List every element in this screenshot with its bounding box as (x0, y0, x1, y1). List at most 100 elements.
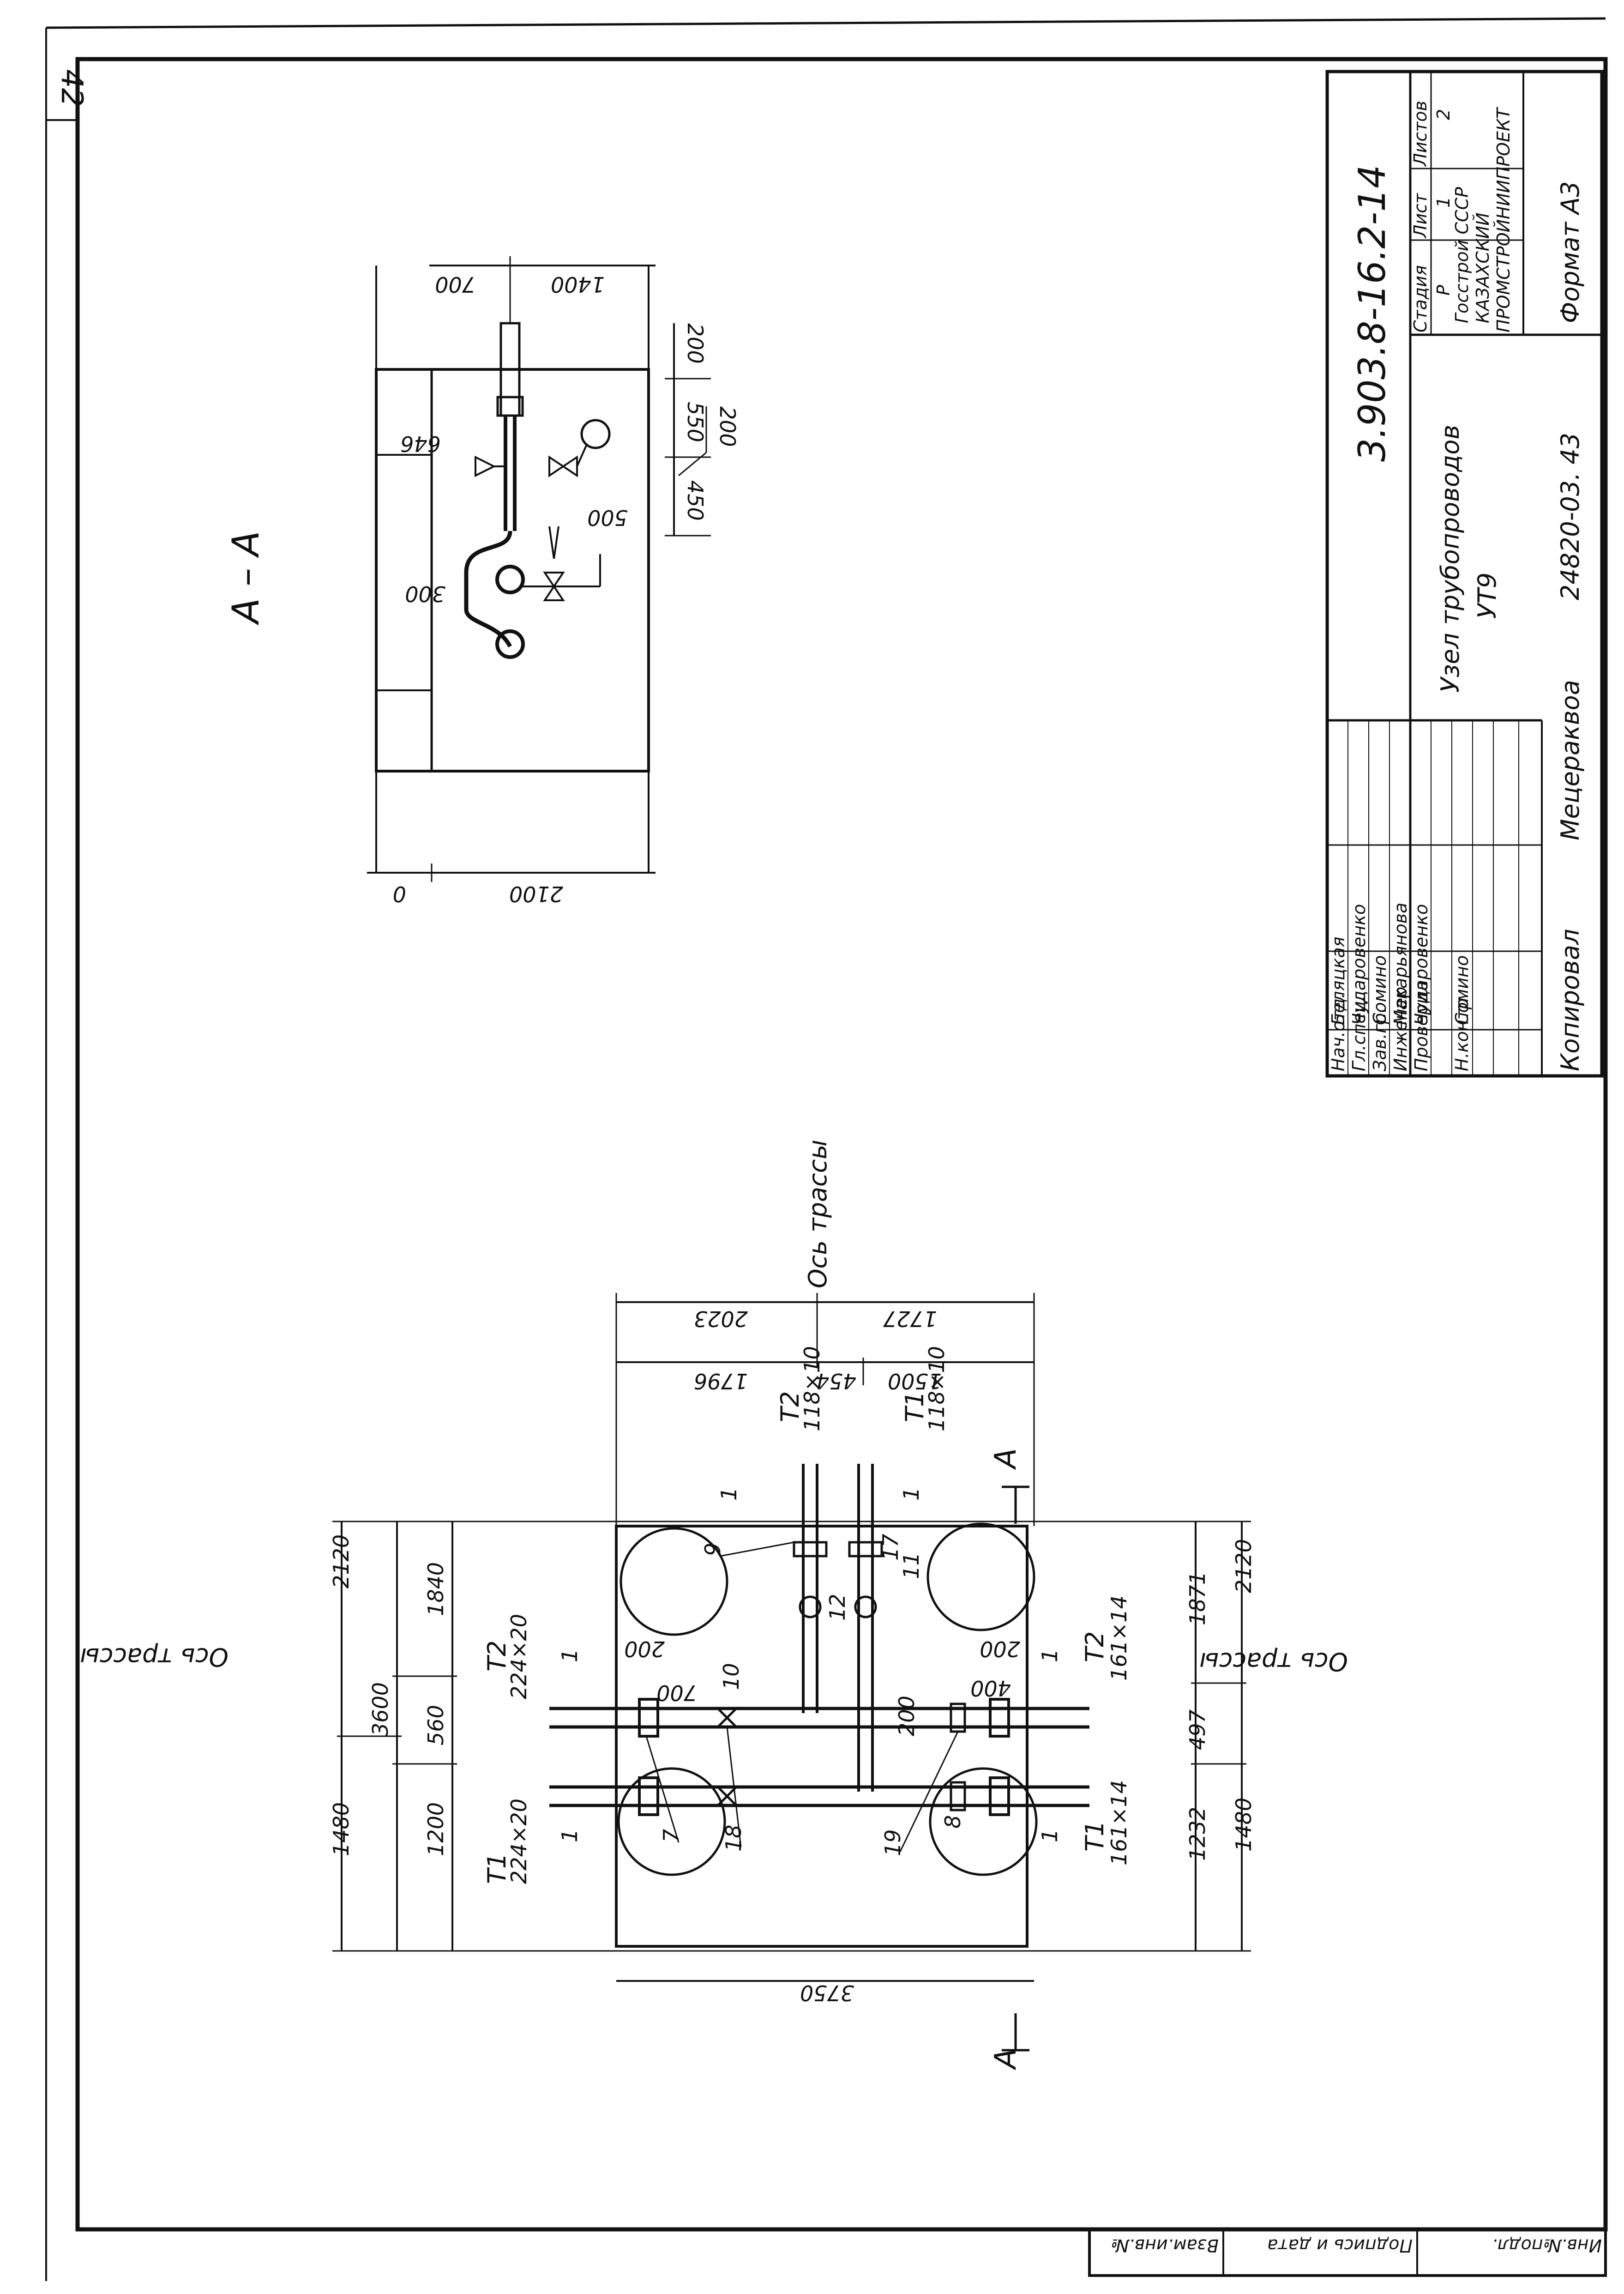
tb-format: Формат А3 (1556, 181, 1585, 323)
sec-dim-right-3: 450 (683, 480, 708, 521)
tb-name-3: Сомино (1370, 955, 1390, 1025)
pipe-t2-right-size: 161×14 (1107, 1595, 1131, 1681)
sheet-frame (45, 17, 1608, 2281)
pipe-t1-top-size: 118×10 (924, 1346, 949, 1431)
plan-dim-top2-1: 1796 (694, 1369, 748, 1394)
plan-dim-left-total: 3600 (368, 1682, 393, 1736)
pos-9: 9 (700, 1543, 725, 1556)
title-block: 3.903.8-16.2-14 Узел трубопроводов УТ9 С… (1325, 70, 1604, 1078)
tb-role-4: Инженер (1390, 987, 1411, 1071)
tb-header-sheet: Лист (1410, 193, 1431, 239)
plan-dim-inner-3: 200 (980, 1636, 1020, 1661)
cut-mark-3: 1 (557, 1649, 582, 1662)
pos-18: 18 (721, 1824, 746, 1852)
pipe-t2-top: Т2 (776, 1391, 805, 1422)
plan-view: Ось трассы Ось трассы Ось трассы 2023 17… (80, 1140, 1348, 2071)
cut-mark-6: 1 (1037, 1829, 1062, 1842)
sec-dim-bottom-1: 2100 (509, 881, 563, 906)
plan-dim-inner-4: 400 (970, 1676, 1011, 1701)
tb-role-2: Гл.спец. (1349, 995, 1369, 1071)
bottom-strip: Инв.№подл. Подпись и дата Взам.инв.№ (1088, 2228, 1607, 2277)
pipe-t2-right: Т2 (1080, 1631, 1109, 1662)
plan-dim-left-1: 2120 (329, 1534, 354, 1588)
section-title: А – А (224, 531, 267, 626)
pipe-t1-right: Т1 (1080, 1821, 1109, 1852)
pos-10: 10 (719, 1663, 744, 1690)
cut-mark-4: 1 (557, 1829, 582, 1842)
tb-role-7: Н.контр. (1452, 993, 1472, 1071)
plan-dim-left-5: 1480 (329, 1802, 354, 1856)
tb-role-5: Проверил (1411, 981, 1432, 1071)
sec-dim-valve: 646 (400, 431, 441, 456)
pipe-t2-left: Т2 (482, 1641, 511, 1672)
page-number: 42 (54, 69, 89, 107)
plan-dim-inner-5: 200 (894, 1696, 919, 1736)
strip-signature: Подпись и дата (1267, 2235, 1413, 2256)
tb-org-1: Госстрой СССР (1452, 187, 1472, 323)
plan-axis-top: Ось трассы (803, 1140, 832, 1288)
plan-dim-top-2: 1727 (883, 1306, 937, 1331)
plan-dim-top-1: 2023 (694, 1306, 748, 1331)
tb-value-sheet: 1 (1433, 197, 1454, 208)
cut-mark-1: 1 (716, 1487, 741, 1501)
pos-8: 8 (940, 1815, 965, 1829)
tb-org-2: КАЗАХСКИЙ (1473, 212, 1493, 323)
pipe-t2-left-size: 224×20 (506, 1614, 531, 1699)
tb-name-1: Беляцкая (1328, 936, 1348, 1025)
plan-dim-right-outer-1: 2120 (1231, 1539, 1256, 1593)
tb-name-7: Сомино (1452, 955, 1472, 1025)
tb-inventory: 24820-03. 43 (1556, 433, 1585, 600)
sec-dim-500: 500 (587, 505, 628, 530)
tb-copied: Копировал (1556, 929, 1585, 1071)
section-view: А – А 700 1400 200 550 450 200 0 2100 (224, 256, 740, 906)
tb-copier: Мецераквоа (1556, 680, 1585, 840)
plan-dim-right-1: 1871 (1185, 1571, 1210, 1625)
tb-name-4: Макарьянова (1390, 903, 1411, 1025)
plan-axis-left: Ось трассы (80, 1642, 229, 1672)
tb-name-2: Чударовенко (1349, 904, 1369, 1025)
plan-dim-bottom: 3750 (800, 1980, 854, 2005)
tb-role-1: Нач.отд. (1328, 993, 1348, 1071)
plan-dim-left-4: 1200 (423, 1802, 448, 1856)
plan-dim-inner-2: 700 (656, 1680, 697, 1705)
pos-12: 12 (825, 1594, 850, 1621)
sec-dim-right-1: 200 (683, 323, 708, 364)
plan-dim-top2-3: 1500 (888, 1369, 942, 1394)
sec-dim-300: 300 (405, 581, 445, 606)
plan-dim-right-2: 497 (1185, 1709, 1210, 1750)
tb-value-stage: Р (1433, 285, 1454, 296)
tb-header-stage: Стадия (1410, 265, 1431, 332)
pos-7: 7 (659, 1829, 684, 1842)
plan-axis-right: Ось трассы (1199, 1647, 1348, 1676)
section-mark-a-1: А (989, 1448, 1023, 1470)
object-title: Узел трубопроводов (1436, 425, 1465, 693)
pos-11: 11 (899, 1552, 924, 1579)
object-subtitle: УТ9 (1473, 573, 1502, 619)
sec-dim-top-2: 1400 (551, 272, 605, 297)
tb-org-3: ПРОМСТРОЙНИИПРОЕКТ (1493, 107, 1514, 332)
strip-inv-podl: Инв.№подл. (1492, 2235, 1602, 2256)
sec-dim-top-1: 700 (435, 272, 475, 297)
pipe-t1-right-size: 161×14 (1107, 1780, 1131, 1865)
section-pipework (464, 322, 611, 659)
plan-dim-left-2: 1840 (423, 1562, 448, 1616)
sec-dim-200-marked: 200 (715, 406, 740, 447)
plan-dim-right-3: 1232 (1185, 1807, 1210, 1861)
tb-header-sheets: Листов (1410, 101, 1431, 167)
strip-vzam: Взам.инв.№ (1111, 2235, 1219, 2256)
tb-role-3: Зав.гр. (1370, 1008, 1390, 1071)
pipe-t1-top: Т1 (900, 1391, 929, 1422)
plan-dim-left-3: 560 (423, 1705, 448, 1745)
doc-code: 3.903.8-16.2-14 (1351, 165, 1394, 462)
pos-17: 17 (878, 1533, 903, 1561)
plan-dim-right-outer-2: 1480 (1231, 1798, 1256, 1852)
cut-mark-5: 1 (1037, 1649, 1062, 1662)
plan-pipes (549, 1464, 1089, 1816)
pos-19: 19 (880, 1829, 905, 1856)
tb-value-sheets: 2 (1433, 109, 1454, 120)
sec-dim-right-2: 550 (683, 402, 708, 442)
sec-dim-bottom-0: 0 (393, 881, 406, 906)
pipe-t1-left: Т1 (482, 1853, 511, 1884)
plan-dim-inner-1: 200 (624, 1636, 665, 1661)
